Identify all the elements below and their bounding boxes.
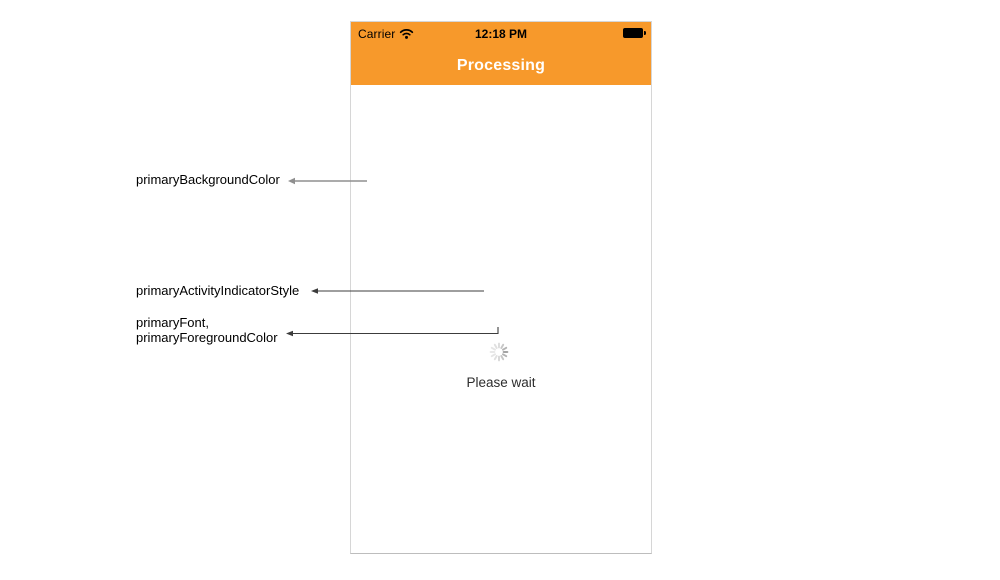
status-time: 12:18 PM: [474, 27, 528, 41]
annotation-font-foreground-color: primaryFont, primaryForegroundColor: [136, 315, 278, 345]
annotation-background-color: primaryBackgroundColor: [136, 172, 280, 187]
navigation-header: Carrier 12:18 PM Processing: [351, 22, 651, 85]
screen-content: Please wait: [351, 85, 651, 553]
status-bar: Carrier 12:18 PM: [351, 22, 651, 43]
annotation-font-line2: primaryForegroundColor: [136, 329, 278, 345]
please-wait-label: Please wait: [466, 375, 536, 390]
annotation-activity-indicator-style: primaryActivityIndicatorStyle: [136, 283, 300, 298]
iphone-screenshot: Carrier 12:18 PM Processing: [350, 21, 652, 554]
wifi-icon: [400, 29, 414, 39]
battery-icon: [623, 28, 646, 38]
carrier-label: Carrier: [358, 26, 396, 41]
annotation-font-line1: primaryFont,: [136, 315, 209, 330]
carrier-group: Carrier: [358, 27, 414, 41]
activity-indicator-spinner: [489, 342, 509, 362]
nav-bar-title: Processing: [456, 57, 546, 74]
